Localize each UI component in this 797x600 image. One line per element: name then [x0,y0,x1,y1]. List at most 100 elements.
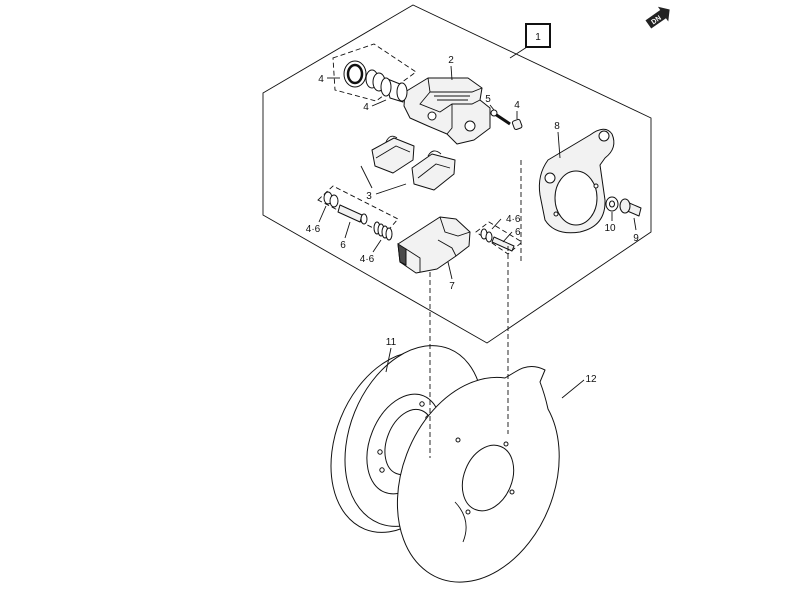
assembly-callout[interactable]: 1 [525,23,551,48]
carrier-plate-bolt-hole-a [553,211,559,217]
bracket-edge-b [439,216,471,237]
callout-label-6a[interactable]: 6 [340,240,346,251]
washer [605,196,619,212]
leader-4b [371,99,387,107]
dust-shield-hole-a [455,437,461,443]
assembly-outline [262,4,652,344]
bleeder-screw-shaft [494,112,511,126]
pad-inner [371,137,415,174]
carrier-plate [538,128,615,234]
callout-label-12[interactable]: 12 [585,374,597,385]
leader-46c [491,218,502,230]
disc-lug-hole-a [419,401,425,407]
bleeder-screw-head [490,109,498,117]
dust-shield-hole-c [465,509,471,515]
disc-lug-hole-b [379,467,385,473]
piston-rear [396,82,408,102]
callout-label-4c[interactable]: 4 [514,100,520,111]
pad-outer-clip [427,150,442,157]
bleeder-cap [511,118,523,131]
mounting-bolt [619,198,642,217]
assembly-leader-line [509,46,528,59]
leader-9 [633,217,637,231]
right-pin-boot-b [485,231,493,243]
piston-boot-inner [346,63,364,85]
caliper-side-edge [446,104,453,135]
right-pin-group [480,228,515,252]
carrier-plate-bolt-hole-b [593,183,599,189]
left-pin-end [360,213,368,225]
pad-inner-clip [385,135,398,143]
dust-shield-contour [454,501,467,543]
caliper-top-edge [427,77,483,93]
piston-group-box [332,43,417,102]
callout-label-8[interactable]: 8 [554,121,560,132]
caliper-mid-edge [419,91,481,113]
callout-label-7[interactable]: 7 [449,281,455,292]
left-spring-coil-d [385,227,393,241]
caliper-bore-hole [427,111,437,121]
caliper-body-outline [403,77,491,145]
callout-label-6b[interactable]: 6 [515,227,521,238]
piston-face [380,77,392,97]
dust-shield [396,366,560,583]
callout-label-9[interactable]: 9 [633,233,639,244]
leader-11 [385,347,392,373]
callout-label-11[interactable]: 11 [386,337,397,348]
direction-arrow-icon: DN [645,6,670,29]
direction-arrow-shape [645,6,670,29]
leader-8 [557,131,561,159]
caliper-body [403,77,491,145]
caliper-ribbing [434,95,470,101]
left-pin-shaft [337,204,363,223]
direction-icon-text: DN [650,15,662,27]
dust-shield-hole-d [509,489,515,495]
carrier-plate-hole-top [598,130,610,142]
disc-lug-hole-d [377,449,383,455]
pad-outer-lining [417,163,451,179]
dust-shield-hub-hole [461,444,515,512]
callout-label-3[interactable]: 3 [366,191,372,202]
callout-label-1[interactable]: 1 [535,32,541,43]
piston-seal-group [343,60,408,103]
leader-7 [447,261,453,280]
caliper-bolt-hole [464,120,476,132]
left-pin-group [323,191,393,241]
callout-label-2[interactable]: 2 [448,55,454,66]
callout-label-46c[interactable]: 4·6 [506,214,521,225]
bracket-outline [397,216,471,274]
callout-label-5[interactable]: 5 [485,94,491,105]
leader-6a [344,221,351,239]
dust-shield-hole-b [503,441,509,447]
leader-6b [502,231,513,243]
callout-label-4b[interactable]: 4 [363,102,369,113]
bracket-shadow [397,243,407,266]
leader-5 [489,104,495,111]
bracket-edge-a [405,248,421,272]
callout-label-10[interactable]: 10 [604,223,616,234]
leader-46b [372,239,382,253]
assembly-callout-box [525,23,551,48]
bracket-edge-c [437,239,457,257]
leader-12 [561,379,585,399]
brake-pads [371,135,456,191]
right-pin-shaft [491,236,515,252]
pad-outer [411,153,456,191]
washer-inner [609,200,615,208]
pad-inner-lining [375,145,411,159]
caliper-bracket [397,216,471,274]
left-pin-boot-b [329,194,339,208]
callout-label-46a[interactable]: 4·6 [306,224,321,235]
callout-label-46b[interactable]: 4·6 [360,254,375,265]
bleeder-screw [490,109,511,126]
leader-3 [360,165,407,195]
callout-label-4a[interactable]: 4 [318,74,324,85]
right-pin-group-box [475,221,523,255]
leader-46a [318,205,327,223]
carrier-plate-hub-hole [554,170,598,226]
carrier-plate-hole-left [544,172,556,184]
bolt-head [619,198,631,214]
leader-2 [450,65,453,81]
